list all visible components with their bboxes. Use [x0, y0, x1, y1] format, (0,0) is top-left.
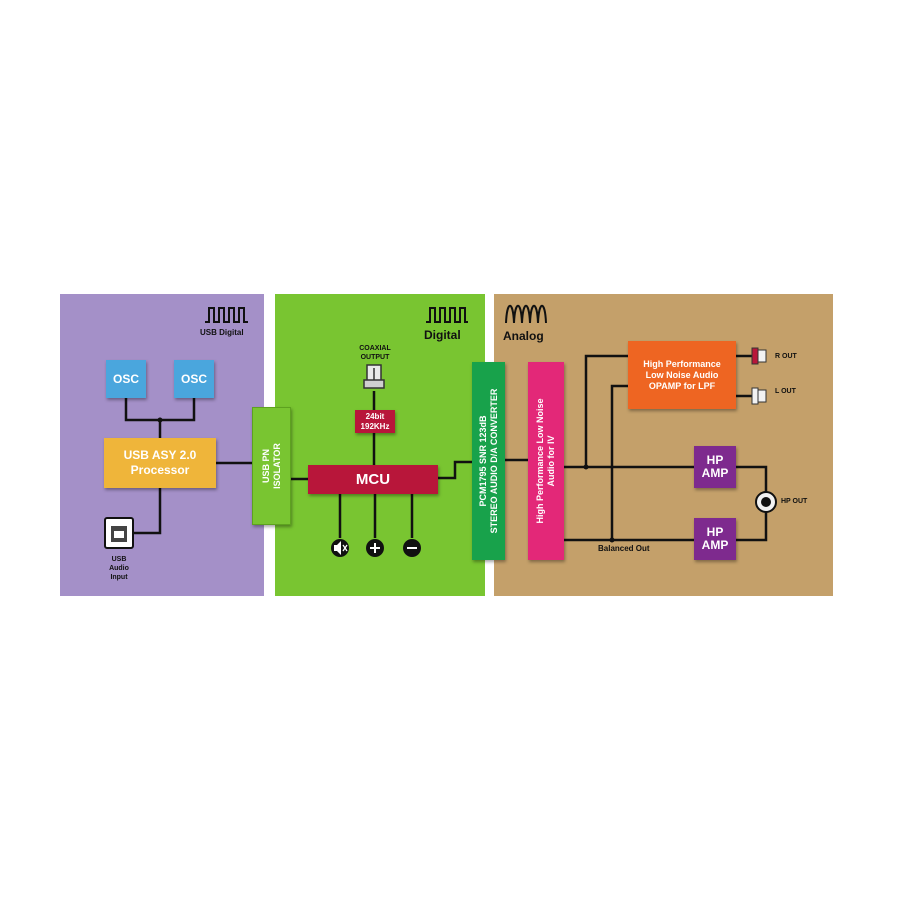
coaxial-output-label: COAXIAL OUTPUT [359, 345, 391, 361]
dac-line-1: PCM1795 SNR 123dB [477, 415, 488, 507]
hp-out-label: HP OUT [781, 498, 808, 505]
iv-line-2: Audio for IV [546, 435, 556, 487]
rca-jack-icon [751, 347, 767, 365]
analog-wave-icon [505, 304, 547, 324]
usb-digital-title: USB Digital [200, 328, 244, 337]
processor-line-1: USB ASY 2.0 [123, 448, 197, 462]
usb-audio-input-label: USB Audio Input [109, 556, 129, 581]
hp-amp-box-1: HP AMP [694, 446, 736, 488]
bit-rate-box: 24bit 192KHz [355, 410, 395, 433]
r-out-label: R OUT [775, 353, 797, 360]
digital-title: Digital [424, 328, 461, 342]
analog-title: Analog [503, 329, 544, 343]
iv-opamp-box: High Performance Low Noise Audio for IV [528, 362, 564, 560]
minus-icon [403, 539, 421, 557]
plus-icon [366, 539, 384, 557]
usb-b-port-icon [104, 517, 134, 549]
dac-line-2: STEREO AUDIO D/A CONVERTER [488, 388, 499, 534]
lpf-opamp-box: High Performance Low Noise Audio OPAMP f… [628, 341, 736, 409]
square-wave-icon [426, 307, 468, 323]
mute-icon [331, 539, 349, 557]
mcu-box: MCU [308, 465, 438, 494]
balanced-out-label: Balanced Out [598, 544, 650, 553]
usb-processor-box: USB ASY 2.0 Processor [104, 438, 216, 488]
usb-isolator-box: USB PN ISOLATOR [252, 407, 291, 525]
dac-box: PCM1795 SNR 123dB STEREO AUDIO D/A CONVE… [472, 362, 505, 560]
headphone-jack-icon [755, 491, 777, 513]
coaxial-connector-icon [363, 364, 385, 389]
rca-jack-icon [751, 387, 767, 405]
iv-line-1: High Performance Low Noise [535, 398, 545, 524]
hp-amp-box-2: HP AMP [694, 518, 736, 560]
l-out-label: L OUT [775, 388, 796, 395]
isolator-line-2: ISOLATOR [271, 443, 282, 489]
osc-box-1: OSC [106, 360, 146, 398]
square-wave-icon [205, 307, 248, 323]
processor-line-2: Processor [130, 463, 190, 477]
isolator-line-1: USB PN [260, 448, 271, 484]
osc-box-2: OSC [174, 360, 214, 398]
